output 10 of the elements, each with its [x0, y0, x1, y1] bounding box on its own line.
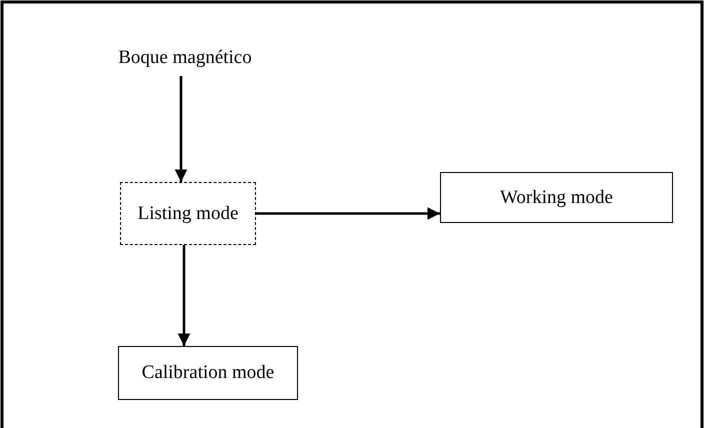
box-label: Working mode [500, 186, 613, 208]
node-label: Boque magnético [118, 47, 252, 69]
dashed-process-box [120, 182, 256, 245]
arrow [256, 207, 440, 220]
process-box [440, 172, 673, 223]
arrow [178, 245, 190, 346]
box-label: Calibration mode [142, 362, 274, 384]
arrow [174, 76, 188, 182]
box-label: Listing mode [138, 202, 238, 224]
process-box [118, 346, 298, 400]
